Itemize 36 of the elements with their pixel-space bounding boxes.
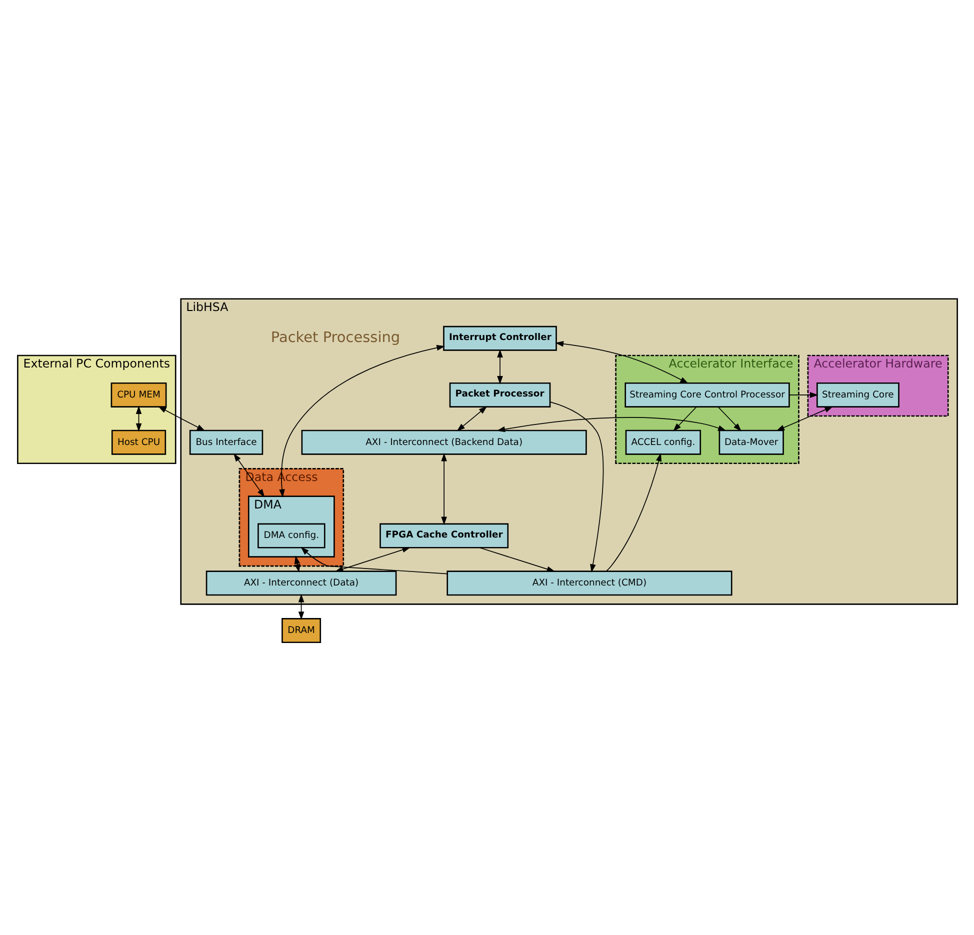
- arrow: [440, 452, 446, 525]
- label: Packet Processing: [270, 330, 400, 346]
- arrow: [672, 406, 696, 431]
- node-box: CPU MEM: [110, 382, 166, 407]
- arrow: [456, 406, 487, 431]
- arrow: [605, 452, 662, 572]
- node-box: Interrupt Controller: [442, 325, 556, 350]
- arrow: [496, 416, 726, 432]
- node-box: Bus Interface: [188, 429, 263, 454]
- arrow: [300, 546, 448, 574]
- arrow: [478, 546, 555, 572]
- arrow: [496, 348, 502, 384]
- arrow: [298, 593, 304, 620]
- arrow: [554, 340, 688, 384]
- arrow: [233, 452, 264, 497]
- node-box: Streaming Core Control Processor: [624, 382, 790, 407]
- arrow: [334, 546, 410, 572]
- node-box: ACCEL config.: [624, 429, 701, 454]
- node-box: FPGA Cache Controller: [379, 522, 508, 548]
- arrow: [278, 344, 444, 498]
- arrow: [135, 405, 142, 432]
- arrow: [158, 406, 205, 430]
- node-box: AXI - Interconnect (Backend Data): [300, 429, 586, 454]
- arrow: [717, 406, 741, 431]
- arrow: [549, 401, 604, 572]
- node-box: Packet Processor: [448, 382, 550, 407]
- node-box: Host CPU: [110, 429, 166, 454]
- node-box: AXI - Interconnect (Data): [205, 570, 396, 596]
- node-box: Data-Mover: [718, 429, 784, 454]
- arrow: [294, 555, 300, 572]
- node-box: Streaming Core: [816, 382, 899, 407]
- node-box: DRAM: [281, 618, 321, 643]
- node-box: AXI - Interconnect (CMD): [446, 570, 732, 596]
- arrow: [776, 406, 833, 430]
- arrow: [788, 392, 818, 398]
- node-box: DMA config.: [257, 522, 325, 548]
